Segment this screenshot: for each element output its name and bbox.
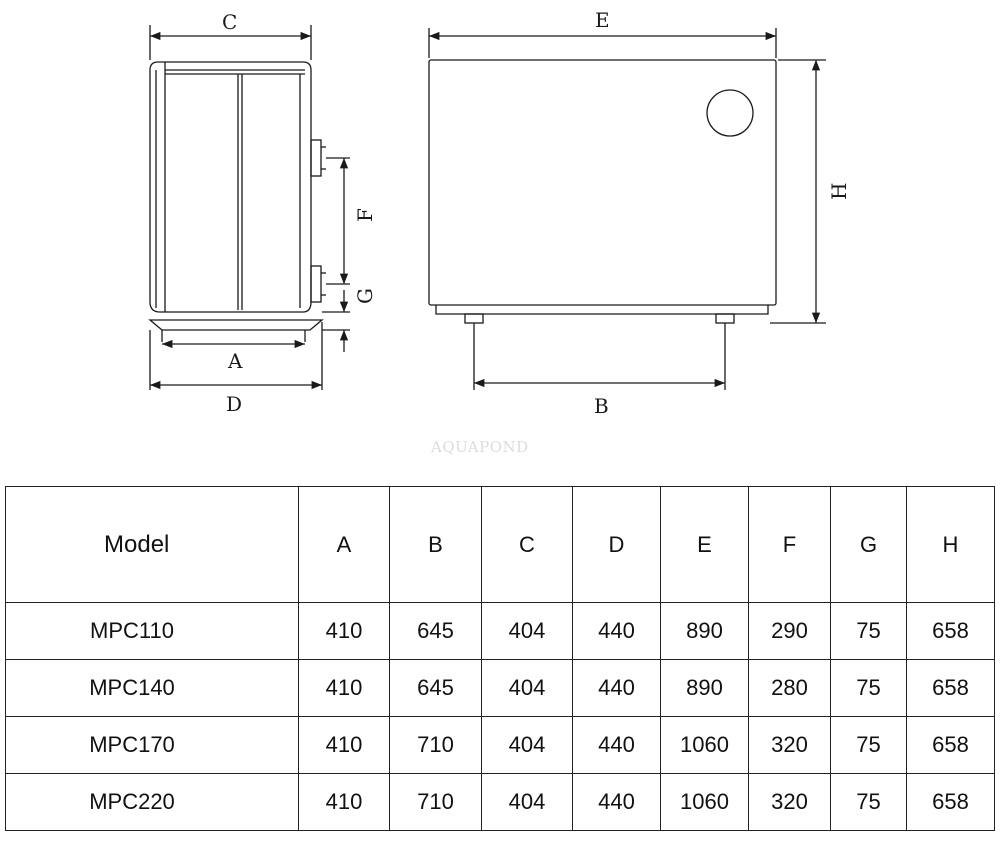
cell-c: 404 xyxy=(481,659,573,717)
cell-f: 320 xyxy=(748,716,831,774)
front-view-base xyxy=(435,305,769,315)
header-d: D xyxy=(572,486,661,603)
table-row: MPC220 410 710 404 440 1060 320 75 658 xyxy=(5,773,995,831)
cell-a: 410 xyxy=(298,602,390,660)
cell-a: 410 xyxy=(298,659,390,717)
dim-label-e: E xyxy=(595,8,610,32)
dim-label-h: H xyxy=(827,183,851,200)
cell-d: 440 xyxy=(572,659,661,717)
cell-b: 710 xyxy=(389,773,482,831)
cell-h: 658 xyxy=(906,773,995,831)
cell-h: 658 xyxy=(906,602,995,660)
cell-e: 890 xyxy=(660,659,749,717)
dim-label-c: C xyxy=(222,10,237,34)
front-view-body xyxy=(428,59,777,306)
table-row: MPC110 410 645 404 440 890 290 75 658 xyxy=(5,602,995,660)
cell-d: 440 xyxy=(572,716,661,774)
cell-f: 280 xyxy=(748,659,831,717)
cell-f: 290 xyxy=(748,602,831,660)
cell-e: 1060 xyxy=(660,773,749,831)
table-row: MPC170 410 710 404 440 1060 320 75 658 xyxy=(5,716,995,774)
cell-f: 320 xyxy=(748,773,831,831)
dim-label-d: D xyxy=(226,392,242,416)
cell-g: 75 xyxy=(830,659,907,717)
watermark: AQUAPOND xyxy=(430,438,529,456)
side-view-body xyxy=(149,61,312,313)
front-view xyxy=(428,28,826,390)
dimension-drawing: C A D F G E B H AQUAPOND xyxy=(148,8,851,456)
header-b: B xyxy=(389,486,482,603)
table-header-row: Model A B C D E F G H xyxy=(5,486,995,603)
table-row: MPC140 410 645 404 440 890 280 75 658 xyxy=(5,659,995,717)
cell-b: 645 xyxy=(389,602,482,660)
header-h: H xyxy=(906,486,995,603)
cell-model: MPC220 xyxy=(5,773,299,831)
header-a: A xyxy=(298,486,390,603)
dim-label-f: F xyxy=(353,208,377,222)
header-e: E xyxy=(660,486,749,603)
cell-g: 75 xyxy=(830,602,907,660)
cell-b: 710 xyxy=(389,716,482,774)
cell-b: 645 xyxy=(389,659,482,717)
cell-c: 404 xyxy=(481,716,573,774)
inlet-fitting xyxy=(310,139,322,177)
cell-d: 440 xyxy=(572,773,661,831)
side-view-base xyxy=(148,319,324,331)
outlet-fitting xyxy=(310,265,322,303)
cell-h: 658 xyxy=(906,659,995,717)
header-model: Model xyxy=(5,486,299,603)
cell-model: MPC140 xyxy=(5,659,299,717)
cell-g: 75 xyxy=(830,773,907,831)
display-panel-circle xyxy=(706,89,754,137)
dimensions-table: Model A B C D E F G H MPC110 410 645 404… xyxy=(5,486,995,831)
cell-a: 410 xyxy=(298,773,390,831)
cell-h: 658 xyxy=(906,716,995,774)
cell-d: 440 xyxy=(572,602,661,660)
cell-e: 1060 xyxy=(660,716,749,774)
foot-left xyxy=(464,313,484,324)
foot-right xyxy=(715,313,735,324)
cell-a: 410 xyxy=(298,716,390,774)
dim-label-g: G xyxy=(353,288,377,304)
cell-c: 404 xyxy=(481,773,573,831)
cell-model: MPC170 xyxy=(5,716,299,774)
header-g: G xyxy=(830,486,907,603)
header-f: F xyxy=(748,486,831,603)
dim-label-a: A xyxy=(227,349,243,373)
cell-e: 890 xyxy=(660,602,749,660)
dim-label-b: B xyxy=(594,394,609,418)
cell-g: 75 xyxy=(830,716,907,774)
cell-c: 404 xyxy=(481,602,573,660)
cell-model: MPC110 xyxy=(5,602,299,660)
side-view xyxy=(148,25,350,390)
header-c: C xyxy=(481,486,573,603)
